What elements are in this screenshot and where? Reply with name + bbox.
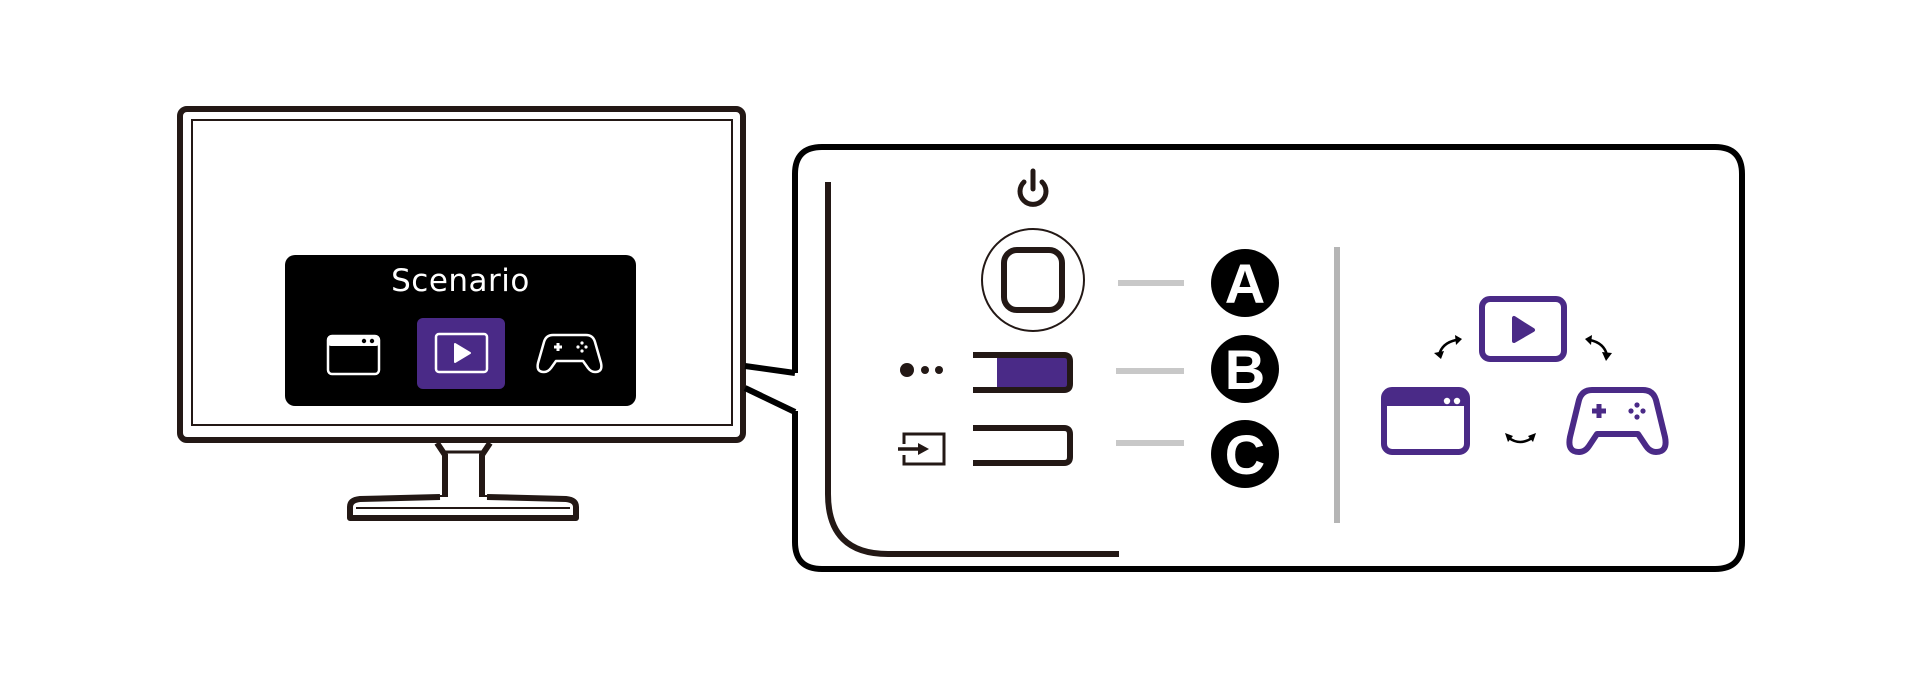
osd-title: Scenario [391, 263, 530, 299]
scenario-cycle-diagram [1381, 296, 1669, 455]
input-button[interactable] [973, 425, 1073, 466]
monitor [177, 106, 746, 521]
monitor-screen-frame [191, 119, 733, 426]
window-game-swap-arrow [1505, 433, 1536, 444]
callout-panel [743, 144, 1745, 572]
scenario-toggle-button[interactable] [973, 352, 1073, 393]
badge-a: A [1211, 249, 1279, 317]
input-source-icon [898, 432, 946, 466]
callout-border [792, 144, 1745, 572]
play-video-icon [1479, 296, 1567, 362]
badge-a-label: A [1224, 252, 1266, 315]
callout-connector-bottom [743, 385, 797, 415]
badge-b-label: B [1224, 338, 1266, 401]
video-game-swap-arrow [1585, 335, 1612, 361]
badge-b: B [1211, 335, 1279, 403]
osd-menu [285, 255, 636, 406]
window-icon[interactable] [326, 334, 381, 376]
gamepad-icon [1566, 387, 1669, 455]
gamepad-icon[interactable] [536, 333, 603, 374]
dots-icon [900, 363, 943, 377]
monitor-edge-outline [825, 182, 1119, 557]
monitor-stand [347, 441, 579, 521]
video-mode-selected[interactable] [417, 318, 505, 389]
badge-c-label: C [1224, 423, 1266, 486]
window-icon [1381, 387, 1470, 455]
power-icon [1017, 168, 1049, 207]
button-b-fill [997, 355, 1068, 390]
window-video-swap-arrow [1434, 335, 1462, 359]
badge-c: C [1211, 420, 1279, 488]
callout-connector-top [744, 363, 796, 376]
center-joystick-button[interactable] [981, 228, 1085, 332]
play-video-icon [434, 332, 489, 374]
